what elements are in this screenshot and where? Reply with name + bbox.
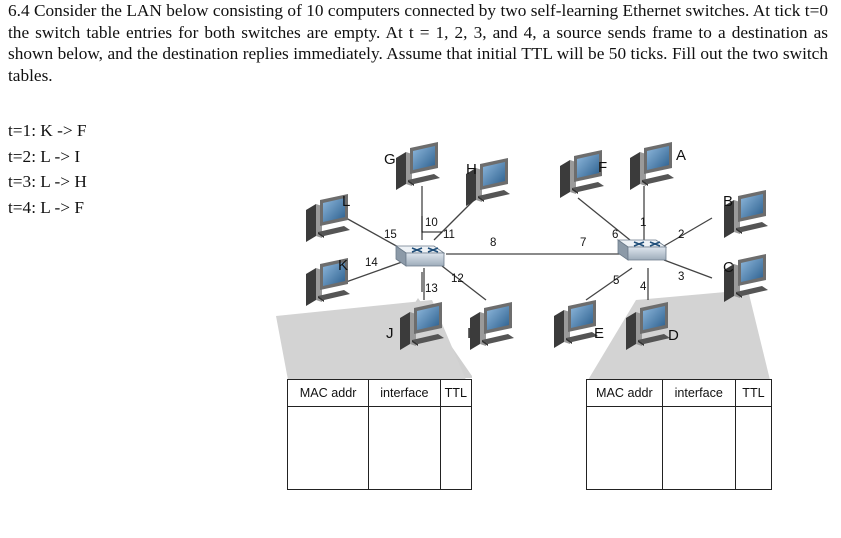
host-label-G: G [384,151,396,168]
tick-item: t=1: K -> F [8,121,87,140]
left-switch [395,245,445,267]
host-label-H: H [466,161,477,178]
problem-statement: 6.4 Consider the LAN below consisting of… [8,0,828,86]
host-label-F: F [598,159,607,176]
table-cell[interactable] [286,406,370,490]
host-label-L: L [342,193,350,210]
host-label-E: E [594,325,604,342]
table-cell[interactable] [368,406,441,490]
port-label-4: 4 [640,281,647,293]
port-label-13: 13 [425,283,438,295]
column-header-ttl: TTL [439,379,473,407]
port-label-2: 2 [678,229,684,241]
host-label-B: B [723,193,733,210]
tick-item: t=2: L -> I [8,146,81,166]
port-label-12: 12 [451,273,464,285]
right-switch-table: MAC addr interface TTL [586,379,773,490]
computer-I [470,302,514,350]
computer-A [630,142,674,190]
table-cell[interactable] [439,406,473,490]
column-header-ttl: TTL [734,379,773,407]
tick-item: t=3: L -> H [8,172,87,191]
column-header-mac: MAC addr [286,379,370,407]
computer-G [396,142,440,190]
port-label-3: 3 [678,271,684,283]
right-table-trapezoid [588,290,770,380]
column-header-mac: MAC addr [586,379,663,407]
column-header-interface: interface [368,379,441,407]
port-label-5: 5 [613,275,619,287]
port-label-1: 1 [640,217,646,229]
host-label-J: J [386,325,394,342]
host-label-I: I [467,325,471,342]
host-label-D: D [668,327,679,344]
tick-item: t=4: L -> F [8,197,84,217]
table-cell[interactable] [734,406,773,490]
host-label-C: C [723,259,734,276]
port-label-14: 14 [365,257,378,269]
left-switch-table: MAC addr interface TTL [286,379,473,490]
host-label-K: K [338,257,348,274]
computer-E [554,300,598,348]
problem-text: 6.4 Consider the LAN below consisting of… [8,1,828,85]
port-label-15: 15 [384,229,397,241]
table-cell[interactable] [586,406,663,490]
column-header-interface: interface [661,379,736,407]
left-switch-links [345,186,622,301]
port-label-7: 7 [580,237,586,249]
tick-list: t=1: K -> F t=2: L -> I t=3: L -> H t=4:… [8,118,87,220]
table-cell[interactable] [661,406,736,490]
port-label-6: 6 [612,229,618,241]
host-label-A: A [676,147,686,164]
port-label-10: 10 [425,217,438,229]
right-switch [617,239,667,261]
right-switch-links [577,186,713,301]
port-label-8: 8 [490,237,496,249]
port-label-11: 11 [443,229,455,241]
